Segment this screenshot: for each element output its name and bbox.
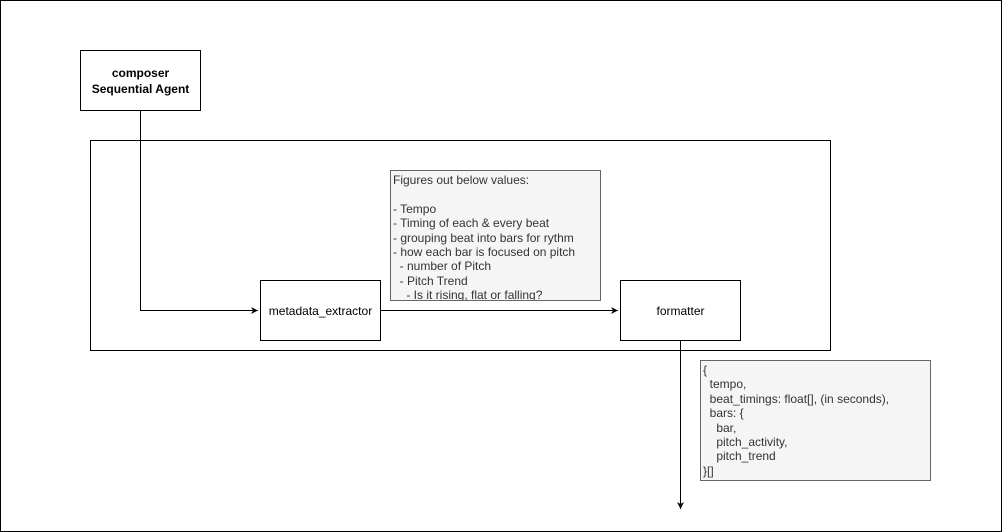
formatter-node[interactable]: formatter: [620, 280, 741, 341]
sequential-agent-group: [90, 140, 831, 351]
formatter-label: formatter: [656, 303, 705, 318]
composer-node[interactable]: composer Sequential Agent: [80, 50, 201, 111]
schema-note[interactable]: { tempo, beat_timings: float[], (in seco…: [700, 360, 931, 481]
metadata-extractor-label: metadata_extractor: [268, 303, 373, 318]
composer-node-subtitle: Sequential Agent: [91, 81, 190, 96]
metadata-extractor-node[interactable]: metadata_extractor: [260, 280, 381, 341]
composer-node-title: composer: [111, 65, 170, 80]
values-note[interactable]: Figures out below values: - Tempo - Timi…: [390, 170, 601, 301]
